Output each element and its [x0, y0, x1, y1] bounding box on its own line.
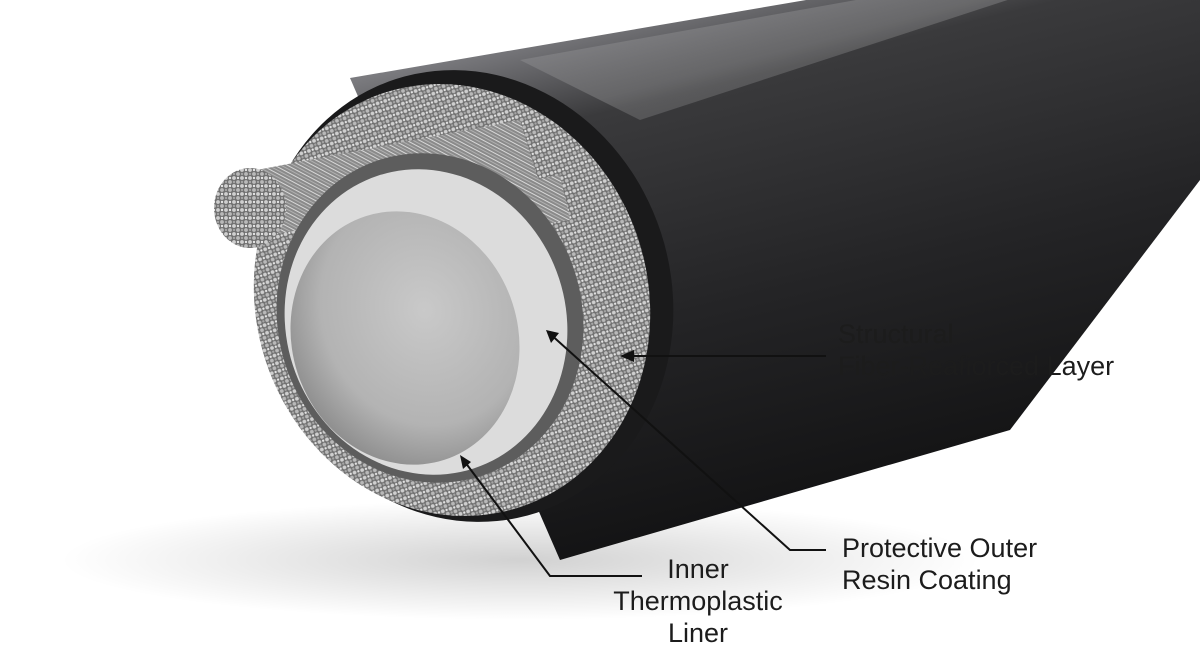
liner-bore: [290, 211, 520, 465]
arrowhead-inner-liner: [460, 455, 471, 469]
label-inner-line2: Thermoplastic: [613, 586, 783, 616]
label-inner-line3: Liner: [667, 618, 729, 648]
arrowhead-structural: [620, 350, 634, 362]
label-inner-line1: Inner: [667, 554, 729, 584]
fiber-bundle-end-large: [214, 168, 286, 248]
label-structural-line2: Fiber-Reafiorced Layer: [838, 351, 1115, 381]
label-structural-fiber-layer: Structural Fiber-Reafiorced Layer: [838, 318, 1114, 382]
pipe-body-shine: [520, 0, 1008, 120]
label-inner-thermoplastic-liner: Inner Thermoplastic Liner: [582, 553, 814, 649]
leader-outer-coating: [547, 331, 826, 551]
floor-shadow: [60, 500, 980, 620]
leader-arrowheads: [460, 330, 634, 469]
leader-lines: [461, 331, 826, 577]
label-outer-line2: Resin Coating: [842, 565, 1012, 595]
arrowhead-outer-coating: [546, 330, 559, 343]
label-protective-outer-coating: Protective Outer Resin Coating: [842, 532, 1037, 596]
label-outer-line1: Protective Outer: [842, 533, 1038, 563]
leader-inner-liner: [461, 457, 642, 577]
label-structural-line1: Structural: [838, 319, 954, 349]
